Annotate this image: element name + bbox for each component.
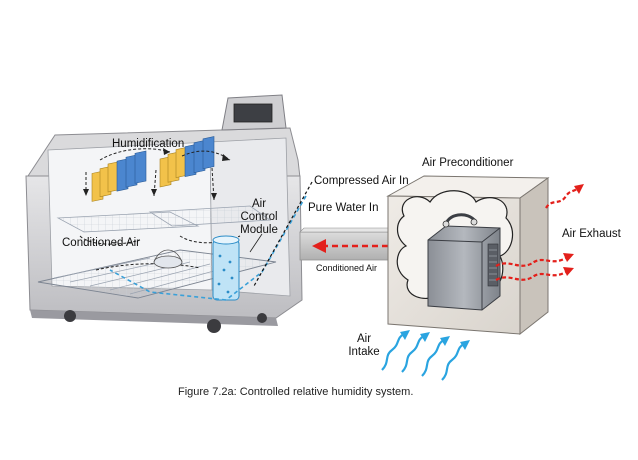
compressed-air-line: [253, 181, 313, 287]
spray-nozzle: [153, 249, 183, 269]
pure-water-in-label: Pure Water In: [308, 202, 379, 214]
conditioned-air-label: Conditioned Air: [62, 237, 140, 249]
conditioned-air-duct: [299, 227, 405, 261]
conditioned-air-arrow-label: Conditioned Air: [316, 263, 378, 273]
air-intake-line-1: Air: [356, 333, 372, 345]
humidifier-shelf: [56, 205, 272, 233]
figure-caption: Figure 7.2a: Controlled relative humidit…: [178, 386, 414, 398]
air-control-module-line-2: Control: [240, 211, 278, 223]
pure-water-line: [109, 195, 307, 301]
air-intake-label: Air Intake: [344, 333, 384, 359]
air-arrowheads: [83, 148, 230, 200]
air-control-module-label: Air Control Module: [236, 198, 282, 237]
module-leader-line: [249, 233, 263, 253]
air-preconditioner-label: Air Preconditioner: [422, 157, 514, 169]
air-intake-arrows: [381, 333, 465, 381]
air-exhaust-label: Air Exhaust: [562, 228, 621, 240]
air-exhaust-arrows: [495, 187, 579, 281]
air-control-module-line-3: Module: [240, 224, 278, 236]
compressed-air-in-label: Compressed Air In: [314, 175, 409, 187]
humidification-label: Humidification: [112, 138, 185, 150]
air-exhaust-arrowheads: [563, 184, 584, 276]
air-intake-arrowheads: [400, 330, 470, 350]
air-preconditioner-unit: [386, 175, 550, 336]
air-control-module-line-1: Air: [251, 198, 267, 210]
water-reservoir: [212, 235, 240, 301]
conditioned-air-arrow: [312, 239, 388, 253]
air-intake-line-2: Intake: [348, 346, 380, 358]
